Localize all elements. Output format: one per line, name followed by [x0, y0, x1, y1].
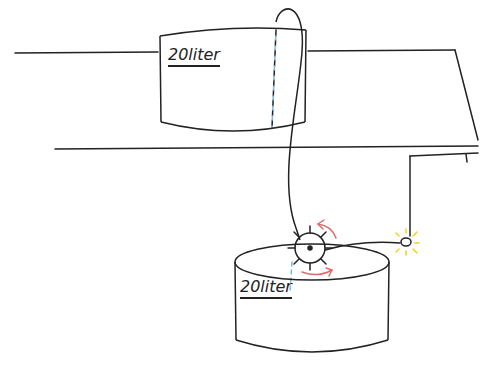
hose-inside	[272, 30, 276, 128]
bucket-line	[305, 30, 306, 122]
bucket-line	[160, 36, 161, 122]
bucket-outline	[158, 22, 308, 137]
table-back-edge	[15, 52, 158, 53]
light-bulb	[401, 238, 411, 246]
rotation-arrowhead	[318, 220, 324, 229]
volume-label: 20liter	[240, 278, 292, 299]
bucket-line	[160, 28, 306, 36]
wheel-axle	[308, 246, 312, 250]
bucket-line	[235, 244, 389, 280]
light-rays	[396, 229, 419, 255]
bucket: 20liter	[158, 22, 308, 137]
volume-label: 20liter	[168, 46, 220, 67]
table-side-edge	[455, 50, 478, 140]
bucket-outline	[232, 240, 392, 362]
wheel-paddles	[288, 226, 332, 270]
table-front-edge	[55, 146, 478, 149]
table-leg	[466, 154, 467, 162]
rotation-arrow	[302, 270, 332, 275]
siphon-hose	[276, 9, 302, 240]
rotation-arrowhead	[326, 268, 332, 276]
bucket-line	[388, 262, 389, 340]
bucket: 20liter	[232, 240, 392, 362]
table-back-edge	[308, 50, 455, 51]
table-lower-edge	[410, 153, 478, 156]
bucket-line	[236, 340, 388, 352]
table-leg	[409, 156, 411, 236]
bucket-line	[235, 262, 236, 340]
bucket-line	[161, 122, 305, 131]
hose-inside	[272, 30, 276, 128]
